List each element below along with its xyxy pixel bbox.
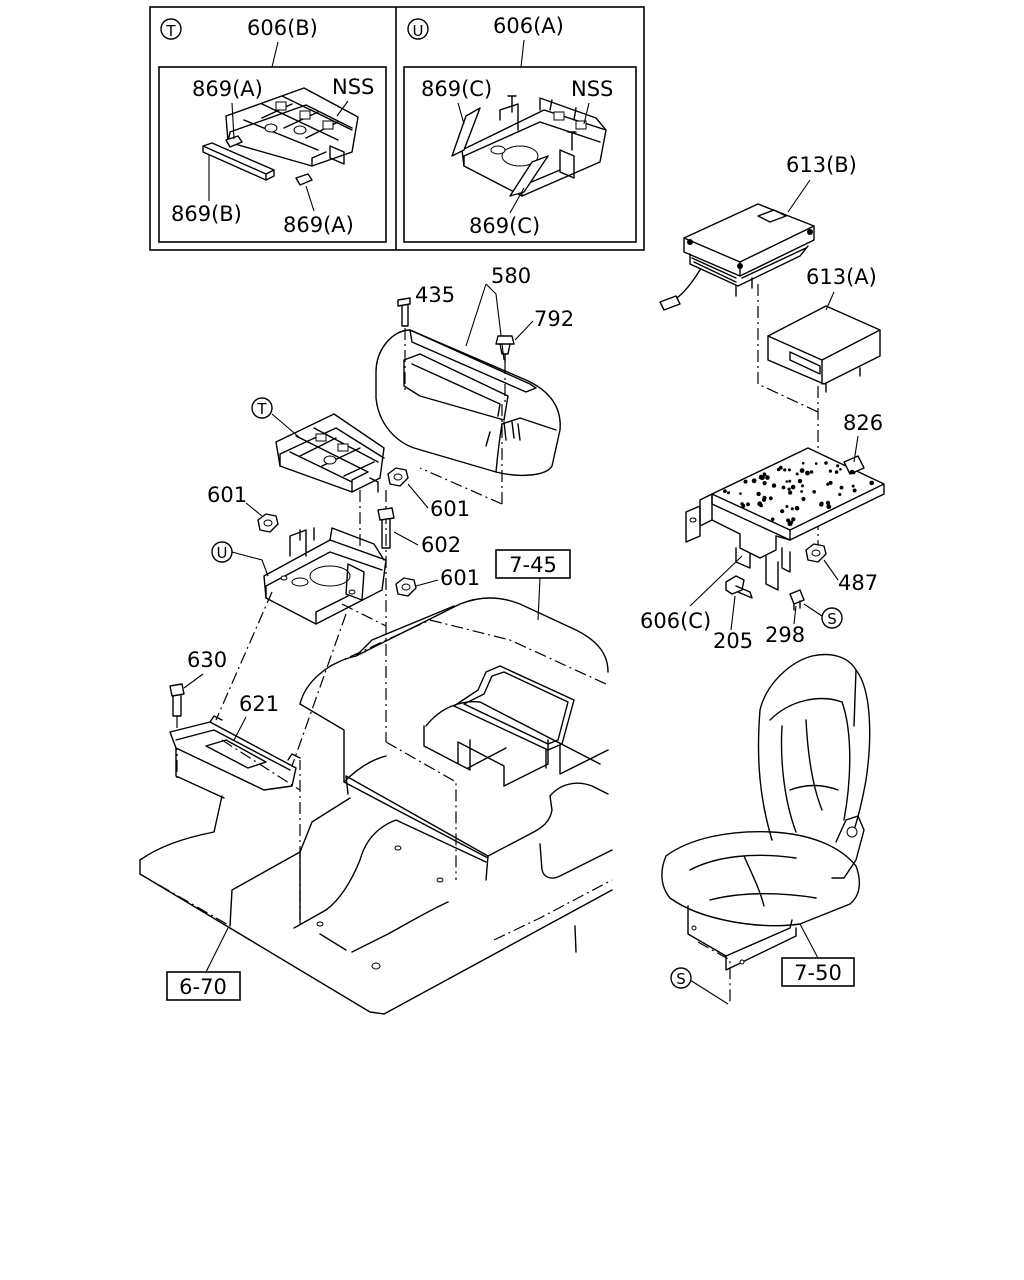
label-602: 602: [421, 533, 461, 557]
label-792: 792: [534, 307, 574, 331]
label-487: 487: [838, 571, 878, 595]
badge-t-main-label: T: [256, 400, 267, 418]
floor-body: [139, 597, 613, 1015]
label-621: 621: [239, 692, 279, 716]
label-869a-bottom: 869(A): [283, 213, 354, 237]
label-606c: 606(C): [640, 609, 711, 633]
label-298: 298: [765, 623, 805, 647]
ref-7-45: 7-45: [509, 553, 557, 577]
badge-u-detail: [407, 18, 429, 40]
label-606b: 606(B): [247, 16, 318, 40]
bolt-205: [725, 575, 753, 599]
badge-s-right: [821, 607, 843, 629]
label-869c-top: 869(C): [421, 77, 492, 101]
label-601-nut-top: 601: [430, 497, 470, 521]
label-869c-bottom: 869(C): [469, 214, 540, 238]
label-nss-t: NSS: [332, 75, 374, 99]
label-nss-u: NSS: [571, 77, 613, 101]
label-869a-top: 869(A): [192, 77, 263, 101]
label-205: 205: [713, 629, 753, 653]
badge-t-main: [251, 397, 273, 419]
label-630: 630: [187, 648, 227, 672]
badge-s-seat-label: S: [676, 970, 686, 988]
label-826: 826: [843, 411, 883, 435]
badge-u-main-label: U: [217, 544, 228, 562]
bracket-606b-detail: [202, 87, 359, 186]
bracket-606a-main: [263, 527, 387, 625]
bracket-606a-detail: [451, 95, 607, 197]
bolt-435: [397, 297, 411, 392]
detail-t: T 606(B) 869(A) NSS 869(B): [160, 16, 374, 237]
ref-7-50: 7-50: [794, 961, 842, 985]
seat: [661, 653, 871, 1005]
badge-t-detail: [160, 18, 182, 40]
label-601-mid: 601: [440, 566, 480, 590]
badge-u-detail-label: U: [413, 22, 424, 40]
plate-606c-holes: [723, 461, 874, 527]
nut-601-top: [387, 467, 409, 487]
ref-6-70: 6-70: [179, 975, 227, 999]
detail-u: U 606(A) 869(C) NSS 869(C): [407, 14, 613, 238]
ref-box-6-70: [166, 971, 241, 1001]
label-580: 580: [491, 264, 531, 288]
badge-t-detail-label: T: [165, 22, 176, 40]
bolt-602: [377, 507, 395, 549]
ref-box-7-45: [495, 549, 571, 579]
clip-792: [495, 335, 515, 402]
ecu-613a: [767, 305, 881, 393]
bracket-606b-main: [275, 413, 385, 493]
badge-s-right-label: S: [827, 610, 837, 628]
plate-621: [169, 715, 301, 799]
ecu-613b: [659, 203, 815, 311]
badge-s-seat: [670, 967, 692, 989]
nut-601-left: [257, 513, 279, 533]
cover-580: [375, 329, 561, 477]
label-869b: 869(B): [171, 202, 242, 226]
label-606a: 606(A): [493, 14, 564, 38]
plate-606c: [685, 447, 885, 591]
nut-487: [805, 543, 827, 563]
label-601-left: 601: [207, 483, 247, 507]
label-435: 435: [415, 283, 455, 307]
clip-298: [789, 589, 805, 611]
label-613a: 613(A): [806, 265, 877, 289]
nut-601-mid: [395, 577, 417, 597]
label-613b: 613(B): [786, 153, 857, 177]
